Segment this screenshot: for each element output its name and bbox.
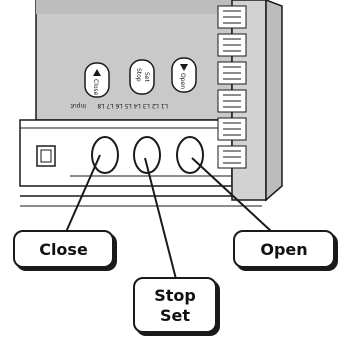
set-callout-label: Set	[159, 306, 191, 325]
stop-leader-line	[144, 157, 177, 280]
input-label-text: Input	[70, 102, 86, 109]
stop-callout-label: Stop	[154, 286, 196, 305]
panel-stop-button[interactable]: Stop Set	[129, 59, 155, 95]
open-button[interactable]	[176, 136, 204, 174]
panel-close-label: Close	[92, 79, 99, 96]
close-callout-label: Close	[39, 240, 88, 259]
panel-open-button[interactable]: Open	[171, 57, 197, 93]
stop-set-callout: Stop Set	[133, 277, 217, 333]
terminal-block-stack	[217, 0, 283, 202]
up-arrow-icon	[93, 69, 101, 76]
callout-leaders	[65, 154, 273, 280]
panel-set-label: Set	[143, 72, 150, 83]
close-leader-line	[65, 154, 101, 233]
panel-close-button[interactable]: Close	[84, 62, 110, 98]
control-panel-face	[35, 0, 233, 121]
down-arrow-icon	[180, 64, 188, 71]
led-label-row: L1 L2 L3 L4 L5 L6 L7 L8 Input	[70, 102, 168, 109]
open-callout-label: Open	[260, 240, 308, 259]
open-callout: Open	[233, 230, 335, 268]
stop-set-button[interactable]	[133, 136, 161, 174]
close-button[interactable]	[91, 136, 119, 174]
connector-block-inner	[40, 149, 52, 163]
connector-block	[36, 145, 56, 167]
led-labels-text: L1 L2 L3 L4 L5 L6 L7 L8	[97, 102, 168, 109]
panel-open-label: Open	[179, 73, 186, 89]
close-callout: Close	[13, 230, 114, 268]
open-leader-line	[191, 157, 273, 233]
panel-top-shade	[36, 0, 232, 14]
panel-stop-label: Stop	[135, 68, 142, 82]
